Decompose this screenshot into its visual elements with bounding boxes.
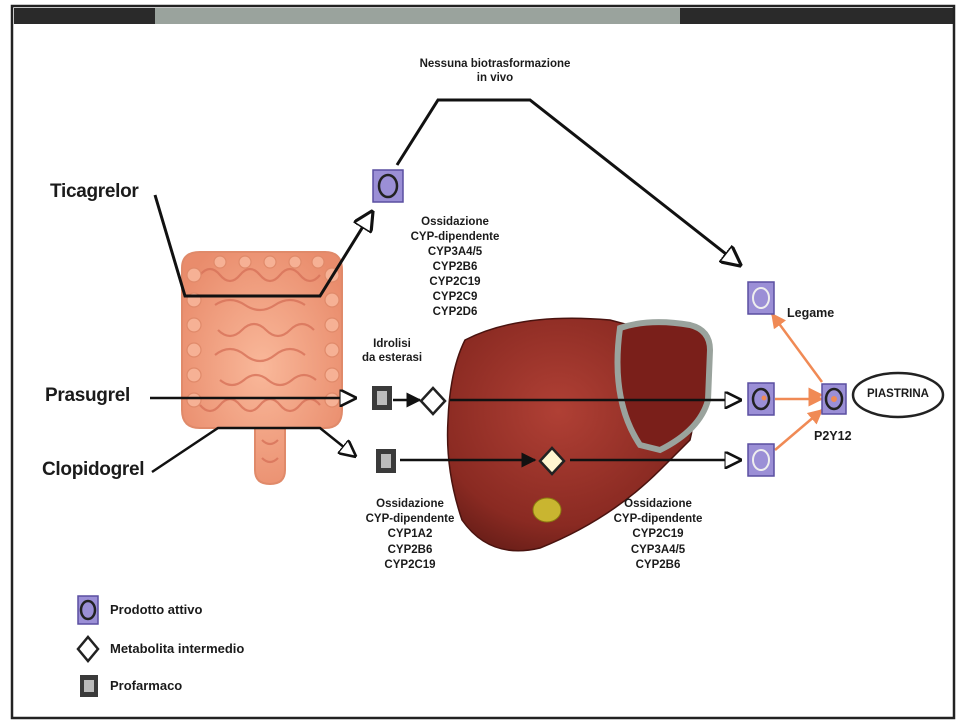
hydrolysis-label: Idrolisi da esterasi <box>362 338 422 366</box>
prodrug-prasugrel <box>372 386 392 410</box>
active-product-top-right <box>748 282 774 314</box>
oxidation-clopidogrel-2-label: Ossidazione CYP-dipendente CYP2C19 CYP3A… <box>603 497 713 573</box>
prodrug-clopidogrel <box>376 449 396 473</box>
platelet-label: PIASTRINA <box>864 388 932 402</box>
binding-label: Legame <box>787 306 834 321</box>
oxidation-clopidogrel-1-label: Ossidazione CYP-dipendente CYP1A2 CYP2B6… <box>355 497 465 573</box>
receptor-label: P2Y12 <box>814 429 852 444</box>
legend-active-label: Prodotto attivo <box>110 602 202 617</box>
intestine-illustration <box>182 252 342 484</box>
active-product-clopidogrel <box>748 444 774 476</box>
legend-intermediate-icon <box>78 637 98 661</box>
ticagrelor-label: Ticagrelor <box>50 181 139 204</box>
p2y12-receptor <box>822 384 846 414</box>
oxidation-prasugrel-label: Ossidazione CYP-dipendente CYP3A4/5 CYP2… <box>400 215 510 320</box>
active-product-prasugrel <box>748 383 774 415</box>
intermediate-prasugrel <box>421 388 445 414</box>
prasugrel-label: Prasugrel <box>45 385 130 408</box>
legend-prodrug-icon <box>80 675 98 697</box>
no-biotransformation-label: Nessuna biotrasformazione in vivo <box>400 58 590 86</box>
clopidogrel-label: Clopidogrel <box>42 459 144 482</box>
legend-active-icon <box>78 596 98 624</box>
legend-prodrug-label: Profarmaco <box>110 678 182 693</box>
legend-intermediate-label: Metabolita intermedio <box>110 641 244 656</box>
top-bar <box>14 8 954 24</box>
active-product-ticagrelor <box>373 170 403 202</box>
